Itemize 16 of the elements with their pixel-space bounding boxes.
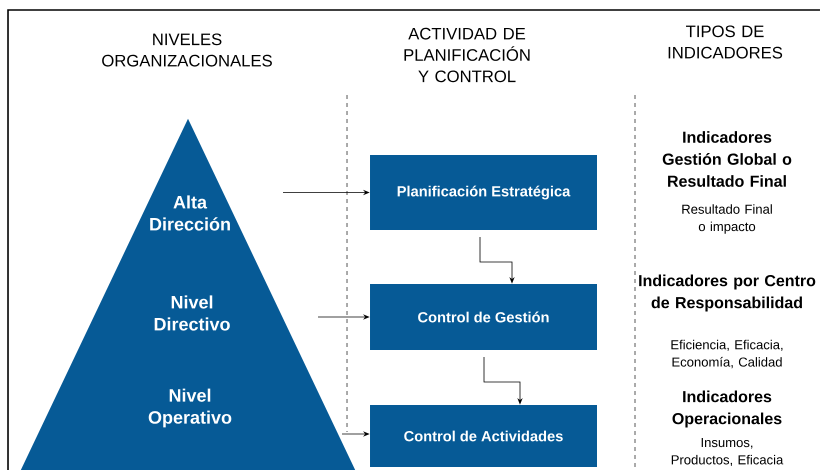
column-heading: ACTIVIDAD DE PLANIFICACIÓN Y CONTROL bbox=[404, 28, 530, 82]
indicator-examples: Resultado Final o impacto bbox=[682, 204, 772, 234]
level-label: Alta Dirección bbox=[150, 195, 230, 231]
level-label: Nivel Directivo bbox=[154, 295, 230, 331]
process-box: Planificación Estratégica bbox=[370, 155, 597, 230]
process-box: Control de Actividades bbox=[370, 405, 597, 467]
pyramid bbox=[20, 118, 356, 470]
indicator-examples: Insumos, Productos, Eficacia bbox=[672, 438, 784, 466]
level-label: Nivel Operativo bbox=[148, 388, 232, 428]
column-heading: TIPOS DE INDICADORES bbox=[668, 25, 782, 59]
column-heading: NIVELES ORGANIZACIONALES bbox=[102, 33, 272, 67]
indicator-examples: Eficiencia, Eficacia, Economía, Calidad bbox=[671, 340, 782, 368]
indicator-heading: Indicadores Operacionales bbox=[672, 390, 782, 428]
process-box: Control de Gestión bbox=[370, 284, 597, 350]
indicator-heading: Indicadores por Centro de Responsabilidad bbox=[639, 274, 816, 312]
indicator-heading: Indicadores Gestión Global o Resultado Final bbox=[662, 131, 792, 187]
